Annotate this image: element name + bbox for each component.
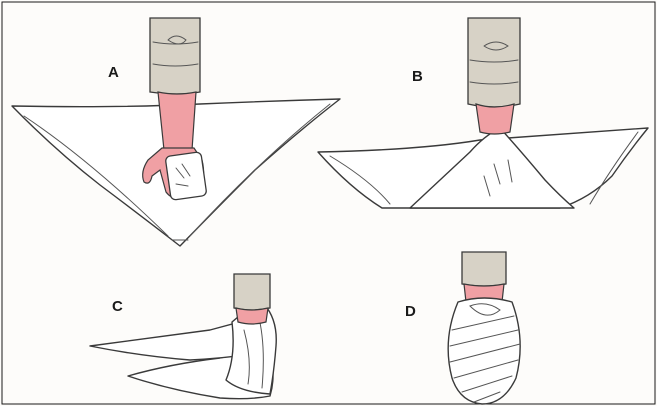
wrist <box>476 104 514 134</box>
sleeve <box>234 274 270 310</box>
panel-c: C <box>90 274 276 399</box>
wrist <box>236 308 268 324</box>
wrapped-hand <box>448 298 520 404</box>
panel-d: D <box>405 252 520 404</box>
panel-b-label: B <box>412 68 423 85</box>
forearm <box>158 92 196 154</box>
dressing-pad <box>165 152 207 201</box>
sleeve <box>150 18 200 94</box>
panel-d-label: D <box>405 303 416 320</box>
panel-b: B <box>318 18 648 208</box>
panel-a-label: A <box>108 64 119 81</box>
sleeve <box>462 252 506 286</box>
panel-c-label: C <box>112 298 123 315</box>
panel-a: A <box>12 18 340 246</box>
